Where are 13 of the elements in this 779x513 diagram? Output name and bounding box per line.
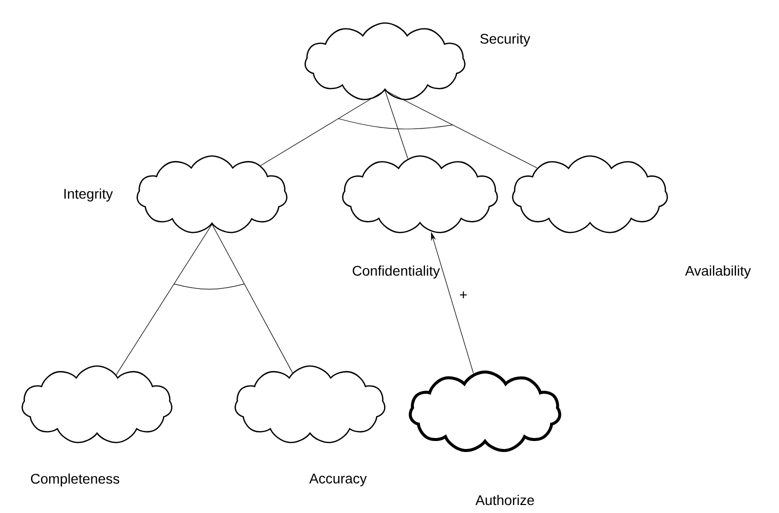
node-label: Accuracy — [309, 474, 367, 486]
edge-label: + — [460, 291, 467, 298]
node-label: Integrity — [64, 188, 113, 202]
node-label: Availability — [685, 265, 751, 279]
node-label: Authorize — [475, 494, 534, 506]
connector — [212, 224, 293, 373]
connector — [116, 224, 212, 375]
connector — [384, 90, 538, 168]
node-label: Security — [480, 33, 530, 47]
node-label: Completeness — [30, 473, 120, 487]
connector — [260, 90, 386, 166]
node-label: Confidentiality — [352, 265, 440, 279]
connector — [384, 90, 408, 159]
